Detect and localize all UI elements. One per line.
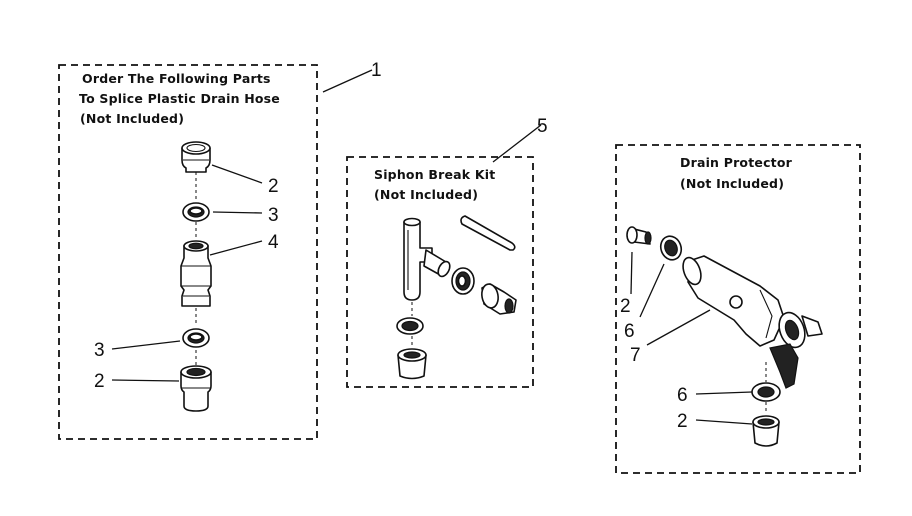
callout-1: 1: [371, 60, 382, 81]
leader-4: [209, 240, 263, 256]
leader-3-bottom: [111, 340, 181, 350]
drain-title-line-1: Drain Protector: [680, 155, 793, 170]
drain-protector-box: Drain Protector (Not Included): [615, 144, 861, 474]
splice-box-frame: [58, 64, 318, 440]
splice-title-line-1: Order The Following Parts: [82, 71, 271, 86]
leader-2-drain-bottom: [695, 419, 753, 425]
drain-title-line-2: (Not Included): [680, 176, 784, 191]
hose-coupler: [180, 240, 212, 307]
siphon-box-frame: [346, 156, 534, 388]
callout-2-drain-left: 2: [620, 296, 631, 317]
callout-2-drain-bottom: 2: [677, 411, 688, 432]
siphon-lower-adapter: [397, 348, 427, 380]
siphon-lower-clamp: [396, 317, 424, 335]
splice-parts-box: Order The Following Parts To Splice Plas…: [58, 64, 318, 440]
siphon-title-line-1: Siphon Break Kit: [374, 167, 495, 182]
callout-7: 7: [630, 345, 641, 366]
siphon-clamp-ring: [451, 267, 475, 295]
leader-7: [646, 309, 711, 346]
drain-cap-bottom: [752, 415, 780, 447]
siphon-tee-fitting: [403, 217, 451, 301]
leader-2-bottom: [111, 379, 180, 382]
leader-2-drain-left: [630, 251, 633, 295]
drain-box-frame: [615, 144, 861, 474]
hose-adapter-top: [181, 141, 211, 173]
leader-3-top: [212, 211, 263, 214]
callout-2-top: 2: [268, 176, 279, 197]
hose-clamp-top: [182, 202, 210, 222]
callout-3-bottom: 3: [94, 340, 105, 361]
leader-1: [322, 69, 373, 93]
callout-2-bottom: 2: [94, 371, 105, 392]
leader-6-drain-left: [639, 263, 665, 318]
callout-3-top: 3: [268, 205, 279, 226]
siphon-adapter: [481, 283, 517, 315]
leader-2-top: [211, 164, 263, 184]
callout-6-drain-bottom: 6: [677, 385, 688, 406]
hose-adapter-bottom: [180, 365, 212, 412]
drain-protector-body: [682, 255, 823, 389]
siphon-break-kit-box: Siphon Break Kit (Not Included): [346, 156, 534, 388]
drain-cap-left: [626, 226, 652, 245]
callout-6-drain-left: 6: [624, 321, 635, 342]
callout-5: 5: [537, 116, 548, 137]
leader-6-drain-bottom: [695, 391, 753, 395]
siphon-title-line-2: (Not Included): [374, 187, 478, 202]
hose-clamp-bottom: [182, 328, 210, 348]
leader-5: [492, 124, 542, 163]
splice-title-line-2: To Splice Plastic Drain Hose: [79, 91, 280, 106]
siphon-rod: [460, 215, 516, 251]
drain-ring-left: [659, 235, 683, 261]
splice-title-line-3: (Not Included): [80, 111, 184, 126]
callout-4: 4: [268, 232, 279, 253]
drain-ring-bottom: [751, 382, 781, 402]
